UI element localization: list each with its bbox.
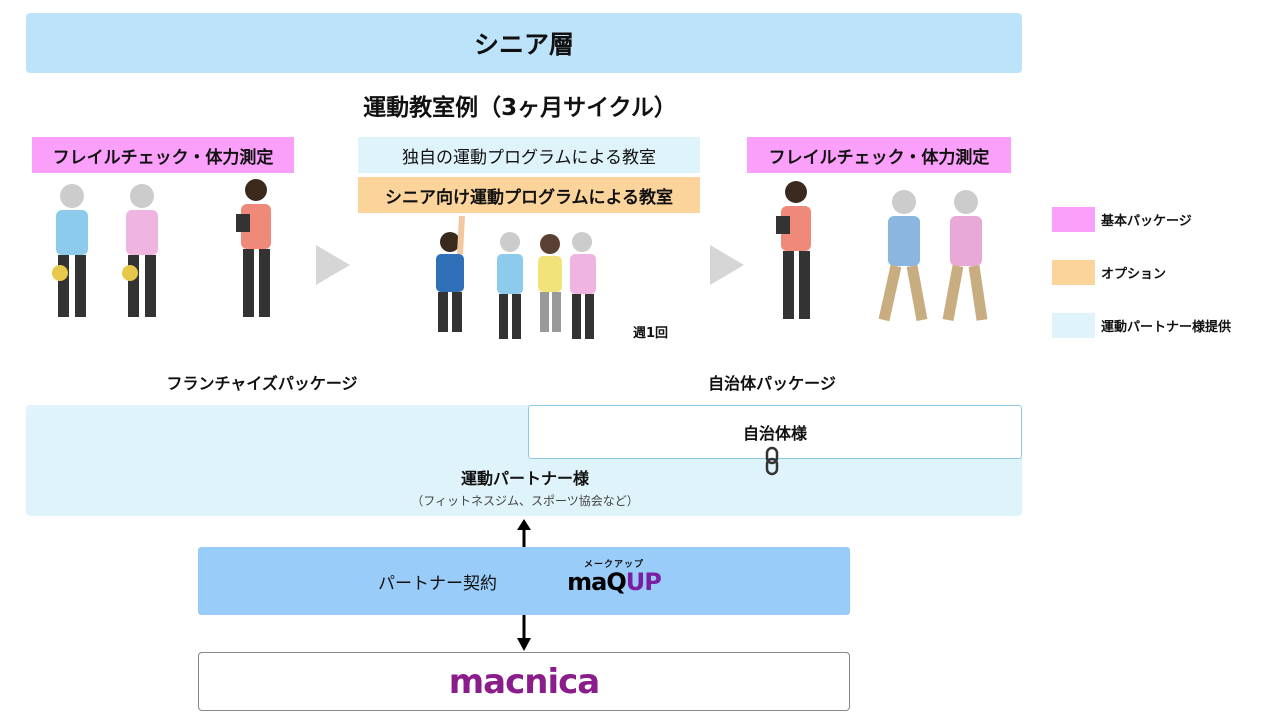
- measurement-people-illustration: [52, 179, 271, 317]
- frequency-text: 週1回: [633, 326, 669, 341]
- senior-person-icon: [122, 184, 158, 317]
- municipality-label: 自治体様: [742, 424, 807, 443]
- partner-contract-box: パートナー契約 メークアップ maQUP: [198, 547, 850, 615]
- senior-person-icon: [52, 184, 88, 317]
- exercise-class-illustration: [436, 215, 596, 339]
- senior-person-icon: [942, 190, 988, 322]
- macnica-logo: macnica: [448, 661, 600, 702]
- staff-person-icon: [776, 181, 811, 319]
- senior-program-label: シニア向け運動プログラムによる教室: [358, 177, 700, 213]
- municipal-package-label: 自治体パッケージ: [708, 374, 836, 393]
- legend-swatch: [1052, 260, 1095, 285]
- maqup-logo: メークアップ maQUP: [560, 557, 668, 594]
- legend: 基本パッケージ オプション 運動パートナー様提供: [1052, 207, 1231, 338]
- legend-item-basic: 基本パッケージ: [1052, 207, 1231, 232]
- senior-person-icon: [538, 234, 562, 332]
- next-arrow-icon: [316, 245, 350, 285]
- maqup-kana: メークアップ: [583, 560, 644, 570]
- next-arrow-icon: [710, 245, 744, 285]
- instructor-person-icon: [436, 215, 465, 332]
- chain-link-icon: [765, 446, 779, 476]
- arrow-down-icon: [517, 638, 531, 651]
- legend-label: オプション: [1101, 267, 1167, 282]
- exercise-partner-label: 運動パートナー様: [460, 469, 589, 488]
- legend-swatch: [1052, 207, 1095, 232]
- frail-check-label-right: フレイルチェック・体力測定: [747, 137, 1011, 173]
- frail-check-label-left: フレイルチェック・体力測定: [32, 137, 294, 173]
- connection-arrows: [517, 519, 531, 651]
- legend-item-partner: 運動パートナー様提供: [1052, 313, 1231, 338]
- partner-contract-label: パートナー契約: [378, 574, 497, 594]
- senior-person-icon: [878, 190, 928, 322]
- macnica-box: macnica: [198, 652, 850, 711]
- diagram-title: 運動教室例（3ヶ月サイクル）: [363, 95, 677, 121]
- legend-label: 運動パートナー様提供: [1101, 320, 1232, 335]
- staff-person-icon: [236, 179, 271, 317]
- exercise-partner-examples: （フィットネスジム、スポーツ協会など）: [411, 493, 639, 508]
- legend-item-option: オプション: [1052, 260, 1231, 285]
- original-program-label: 独自の運動プログラムによる教室: [358, 137, 700, 173]
- franchise-package-label: フランチャイズパッケージ: [166, 374, 358, 393]
- senior-person-icon: [497, 232, 523, 339]
- senior-layer-banner: シニア層: [26, 13, 1022, 73]
- banner-title: シニア層: [473, 30, 574, 59]
- senior-person-icon: [570, 232, 596, 339]
- arrow-up-icon: [517, 519, 531, 530]
- legend-swatch: [1052, 313, 1095, 338]
- legend-label: 基本パッケージ: [1101, 214, 1192, 229]
- remeasurement-people-illustration: [776, 181, 988, 322]
